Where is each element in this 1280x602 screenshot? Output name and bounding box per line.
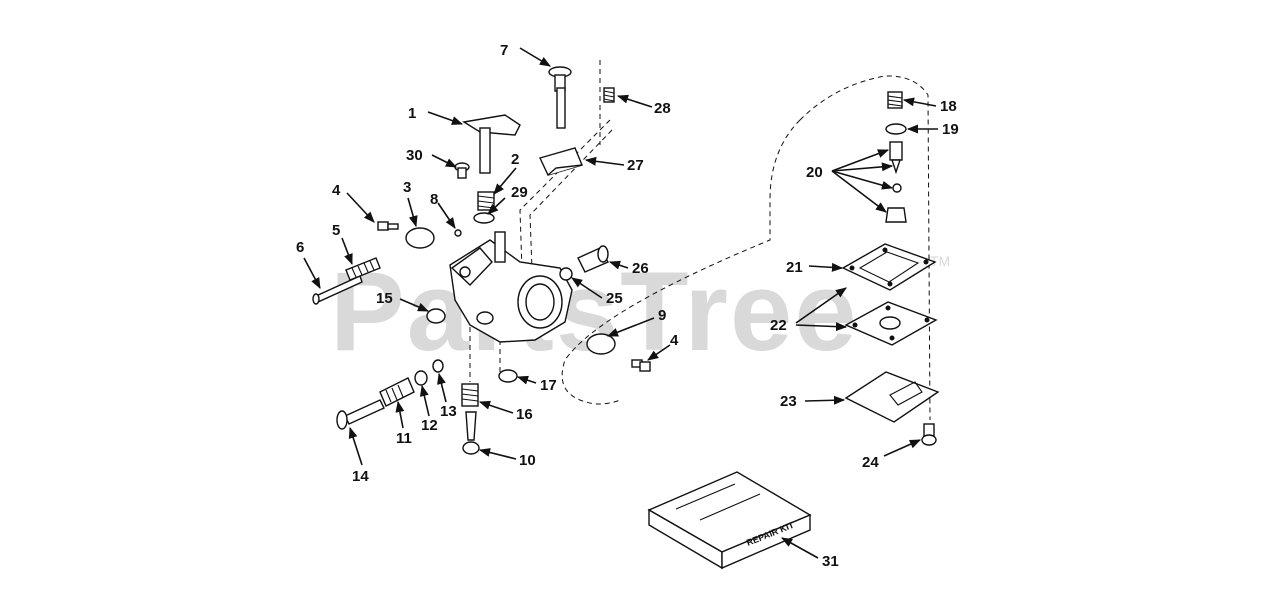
throttle-disc-part (586, 333, 616, 355)
callout-7: 7 (500, 42, 508, 59)
callout-labels: 7 28 1 30 2 27 29 3 8 4 5 6 15 26 25 9 4… (296, 42, 959, 570)
repair-kit-box: REPAIR KIT (647, 471, 812, 570)
callout-18: 18 (940, 98, 957, 115)
callout-12: 12 (421, 417, 438, 434)
screw-4a-part (377, 221, 399, 231)
inlet-ring-part (559, 267, 573, 281)
callout-27: 27 (627, 157, 644, 174)
callout-24: 24 (862, 454, 879, 471)
callout-29: 29 (511, 184, 528, 201)
choke-shaft-part (548, 66, 572, 129)
callout-10: 10 (519, 452, 536, 469)
callout-9: 9 (658, 307, 666, 324)
screw-14-part (336, 399, 385, 430)
throttle-lever-part (462, 114, 521, 174)
callout-14: 14 (352, 468, 369, 485)
watermark-text: PartsTree (330, 249, 859, 374)
callout-30: 30 (406, 147, 423, 164)
ball-part (454, 229, 462, 237)
diaphragm-cover-part (844, 371, 940, 423)
carburetor-body-part (449, 231, 573, 343)
callout-4a: 4 (332, 182, 341, 199)
callout-1: 1 (408, 105, 416, 122)
watermark-trademark: TM (930, 253, 950, 269)
welch-plug-part (426, 308, 446, 324)
screw-4b-part (631, 359, 651, 372)
diaphragm-group-outline (561, 75, 931, 421)
screw-10-part (462, 411, 480, 455)
callout-23: 23 (780, 393, 797, 410)
spring-16-part (461, 383, 479, 407)
screw-28-part (603, 87, 615, 103)
gasket-19-part (885, 123, 907, 135)
callout-11: 11 (396, 430, 412, 447)
fuel-passage-dashed-lines (469, 60, 613, 382)
screw-24-part (921, 423, 937, 446)
idle-spring-part (345, 257, 381, 281)
screw-30-part (454, 162, 470, 179)
callout-13: 13 (440, 403, 457, 420)
fuel-inlet-part (577, 245, 609, 273)
callout-16: 16 (516, 406, 533, 423)
gasket-21-part (841, 243, 937, 291)
diaphragm-22-part (844, 301, 938, 346)
washer-12-part (414, 370, 428, 386)
callout-4b: 4 (670, 332, 679, 349)
callout-28: 28 (654, 100, 671, 117)
callout-21: 21 (786, 259, 803, 276)
callout-17: 17 (540, 377, 557, 394)
plug-17-part (498, 369, 518, 383)
spring-11-part (379, 377, 415, 407)
spring-18-part (887, 91, 903, 109)
callout-20: 20 (806, 164, 823, 181)
callout-15: 15 (376, 290, 393, 307)
throttle-plate-part (405, 227, 435, 249)
callout-6: 6 (296, 239, 304, 256)
callout-3: 3 (403, 179, 411, 196)
callout-2: 2 (511, 151, 519, 168)
choke-plate-part (539, 147, 583, 176)
idle-screw-part (312, 275, 363, 305)
callout-22: 22 (770, 317, 787, 334)
callout-26: 26 (632, 260, 649, 277)
callout-5: 5 (332, 222, 340, 239)
callout-31: 31 (822, 553, 839, 570)
spring-washer-part (473, 191, 495, 224)
leader-lines (303, 47, 938, 559)
needle-valve-part (885, 141, 907, 223)
callout-19: 19 (942, 121, 959, 138)
callout-8: 8 (430, 191, 438, 208)
callout-25: 25 (606, 290, 623, 307)
washer-13-part (432, 359, 444, 373)
